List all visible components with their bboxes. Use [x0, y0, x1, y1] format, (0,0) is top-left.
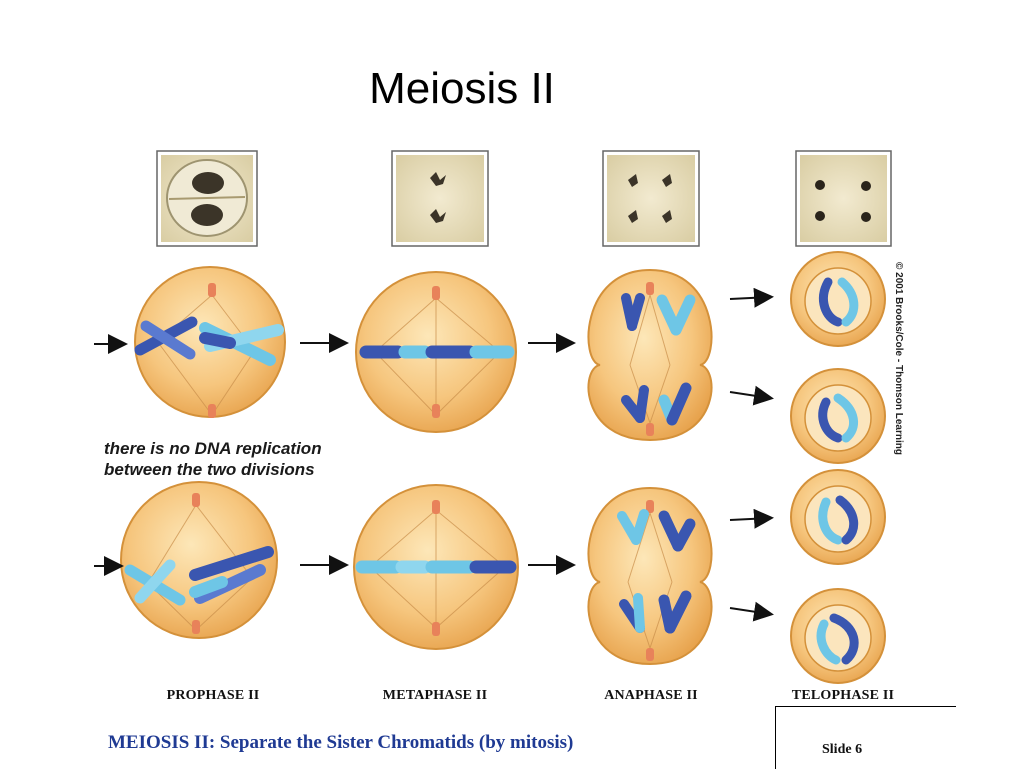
metaphase-cell-top: [355, 271, 517, 433]
prophase-cell-bottom: [120, 481, 278, 639]
telophase-cell-1: [790, 251, 886, 347]
diagram-figure: [92, 145, 922, 768]
note-text: there is no DNA replication between the …: [104, 438, 404, 480]
anaphase-cell-bottom: [587, 486, 713, 666]
phase-label-telophase: TELOPHASE II: [791, 688, 895, 703]
micrograph-metaphase: [391, 150, 489, 247]
telophase-cell-4: [790, 588, 886, 684]
micrograph-telophase: [795, 150, 892, 247]
arrow-right-icon: [94, 287, 774, 622]
anaphase-cell-top: [587, 268, 713, 442]
figure-caption: MEIOSIS II: Separate the Sister Chromati…: [108, 732, 574, 753]
copyright-text: © 2001 Brooks/Cole - Thomson Learning: [893, 262, 904, 455]
micrograph-prophase: [156, 150, 258, 247]
telophase-cell-2: [790, 368, 886, 464]
phase-label-prophase: PROPHASE II: [166, 688, 260, 703]
slide-number-box: [775, 706, 956, 769]
note-line-2: between the two divisions: [104, 460, 315, 479]
telophase-cell-3: [790, 469, 886, 565]
prophase-cell-top: [134, 266, 286, 418]
note-line-1: there is no DNA replication: [104, 439, 322, 458]
phase-label-metaphase: METAPHASE II: [382, 688, 488, 703]
micrograph-anaphase: [602, 150, 700, 247]
phase-label-anaphase: ANAPHASE II: [604, 688, 698, 703]
metaphase-cell-bottom: [353, 484, 519, 650]
slide-title: Meiosis II: [369, 64, 555, 113]
slide-number: Slide 6: [822, 742, 863, 757]
